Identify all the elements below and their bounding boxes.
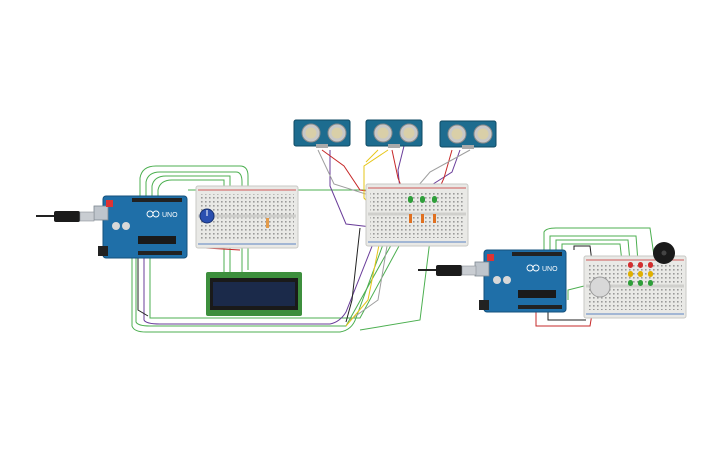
capacitor [493, 276, 501, 284]
arduino-uno-right[interactable]: UNO [474, 249, 567, 313]
breadboard-left[interactable] [195, 185, 299, 249]
sensor-transducer-core [377, 127, 389, 139]
power-jack [479, 300, 489, 310]
led-red [628, 262, 653, 268]
wire-green[interactable] [131, 219, 393, 333]
arduino-logo-icon [532, 264, 540, 272]
header-analog [138, 251, 182, 255]
sensor-transducer-core [305, 127, 317, 139]
arduino-logo-icon [152, 210, 160, 218]
wire-green[interactable] [139, 165, 249, 270]
lcd-16x2[interactable] [206, 272, 302, 316]
wire-black[interactable] [137, 252, 149, 317]
push-button[interactable] [589, 276, 611, 298]
breadboard-right[interactable] [583, 255, 687, 319]
ultrasonic-sensor-3[interactable] [439, 120, 497, 149]
resistor [266, 218, 269, 228]
sensor-pins [316, 144, 328, 148]
breadboard-middle[interactable] [365, 183, 469, 247]
wire-purple[interactable] [429, 149, 461, 187]
sensor-transducer-core [451, 128, 463, 140]
header-digital [132, 198, 182, 202]
wire-black[interactable] [573, 245, 593, 263]
resistor [409, 214, 436, 223]
wire-red[interactable] [535, 308, 593, 327]
microcontroller-chip [518, 290, 556, 298]
wire-green[interactable] [555, 239, 631, 263]
buzzer-icon[interactable] [653, 242, 675, 264]
capacitor [122, 222, 130, 230]
usb-port [93, 205, 109, 221]
wire-green[interactable] [151, 175, 231, 272]
reset-button [487, 254, 494, 261]
wire-green[interactable] [145, 171, 243, 272]
arduino-uno-left[interactable]: UNO [93, 195, 188, 259]
wire-gray[interactable] [417, 149, 471, 187]
wire-purple[interactable] [397, 145, 405, 191]
usb-cable-icon[interactable] [418, 265, 477, 276]
wire-green[interactable] [149, 221, 413, 319]
wire-purple[interactable] [329, 150, 381, 229]
lcd-screen [213, 282, 295, 306]
wire-purple[interactable] [143, 215, 385, 325]
sensor-transducer-core [331, 127, 343, 139]
sensor-pins [388, 144, 400, 148]
ultrasonic-sensor-1[interactable] [293, 119, 351, 148]
led-yellow [628, 271, 653, 277]
wire-green[interactable] [549, 235, 639, 263]
wire-green[interactable] [135, 221, 405, 327]
usb-port [474, 261, 490, 277]
header-analog [518, 305, 562, 309]
wire-green[interactable] [561, 243, 623, 263]
wire-yellow[interactable] [365, 149, 379, 163]
led-green [628, 280, 653, 286]
sensor-pins [462, 145, 474, 149]
capacitor [112, 222, 120, 230]
capacitor [503, 276, 511, 284]
led-green [408, 196, 437, 203]
wire-green[interactable] [543, 227, 655, 257]
wire-black[interactable] [345, 227, 361, 323]
header-digital [512, 252, 562, 256]
wire-green[interactable] [157, 179, 225, 272]
sensor-transducer-core [477, 128, 489, 140]
board-brand-label: UNO [162, 212, 178, 219]
sensor-transducer-core [403, 127, 415, 139]
power-jack [98, 246, 108, 256]
microcontroller-chip [138, 236, 176, 244]
ultrasonic-sensor-2[interactable] [365, 119, 423, 148]
reset-button [106, 200, 113, 207]
usb-cable-icon[interactable] [36, 211, 95, 222]
board-brand-label: UNO [542, 266, 558, 273]
